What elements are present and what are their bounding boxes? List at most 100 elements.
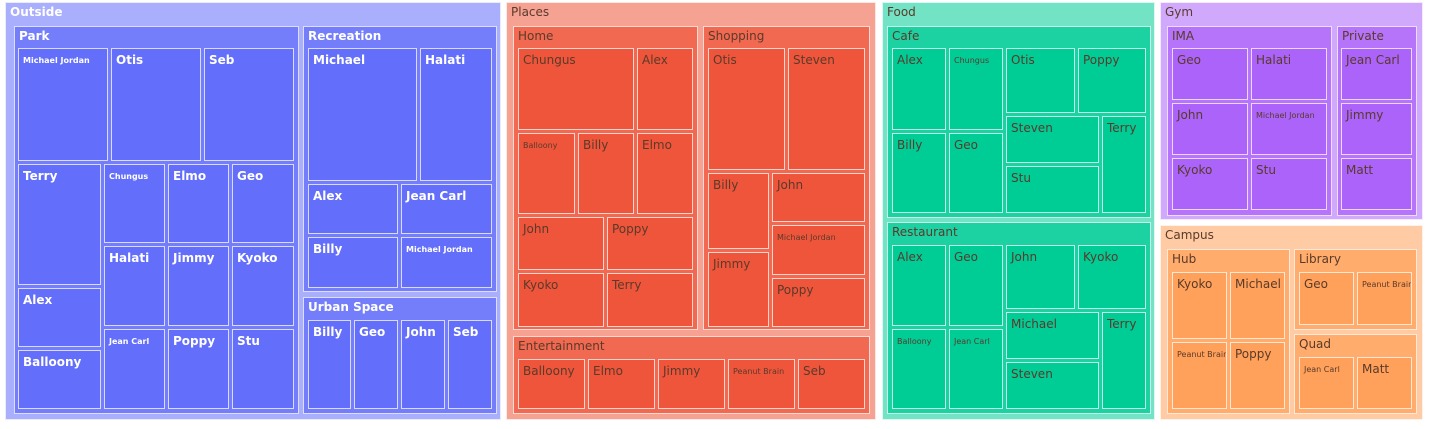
treemap-leaf-poppy[interactable]: Poppy: [772, 278, 865, 327]
treemap-leaf-jean-carl[interactable]: Jean Carl: [1341, 48, 1412, 100]
treemap-leaf-alex[interactable]: Alex: [892, 245, 946, 326]
treemap-leaf-billy[interactable]: Billy: [308, 237, 398, 288]
treemap-leaf-matt[interactable]: Matt: [1357, 357, 1412, 409]
treemap-leaf-billy[interactable]: Billy: [708, 173, 769, 249]
treemap-leaf-jimmy[interactable]: Jimmy: [708, 252, 769, 327]
treemap-leaf-john[interactable]: John: [401, 320, 445, 409]
treemap-leaf-seb[interactable]: Seb: [204, 48, 294, 161]
treemap-leaf-balloony[interactable]: Balloony: [518, 133, 575, 214]
treemap-leaf-john[interactable]: John: [518, 217, 604, 270]
treemap-leaf-terry[interactable]: Terry: [1102, 116, 1146, 213]
treemap-leaf-otis[interactable]: Otis: [111, 48, 201, 161]
treemap-leaf-halati[interactable]: Halati: [420, 48, 492, 181]
treemap-leaf-jimmy[interactable]: Jimmy: [1341, 103, 1412, 155]
treemap-leaf-kyoko[interactable]: Kyoko: [1078, 245, 1146, 309]
treemap-leaf-michael[interactable]: Michael: [1006, 312, 1099, 359]
treemap-leaf-steven[interactable]: Steven: [788, 48, 865, 170]
treemap-label: Michael: [1011, 317, 1057, 331]
treemap-leaf-poppy[interactable]: Poppy: [1230, 342, 1285, 409]
treemap-leaf-stu[interactable]: Stu: [232, 329, 294, 409]
treemap-leaf-michael-jordan[interactable]: Michael Jordan: [1251, 103, 1327, 155]
treemap-label: Geo: [237, 169, 264, 183]
treemap-leaf-seb[interactable]: Seb: [448, 320, 492, 409]
treemap-label: Steven: [1011, 121, 1053, 135]
treemap-label: Home: [518, 29, 554, 43]
treemap-label: Alex: [23, 293, 53, 307]
treemap-leaf-peanut-brain[interactable]: Peanut Brain: [1357, 272, 1412, 325]
treemap-leaf-peanut-brain[interactable]: Peanut Brain: [1172, 342, 1227, 409]
treemap-leaf-steven[interactable]: Steven: [1006, 116, 1099, 163]
treemap-leaf-john[interactable]: John: [1006, 245, 1075, 309]
treemap-leaf-michael[interactable]: Michael: [1230, 272, 1285, 339]
treemap-leaf-geo[interactable]: Geo: [232, 164, 294, 243]
treemap-leaf-alex[interactable]: Alex: [18, 288, 101, 347]
treemap-label: John: [1177, 108, 1204, 122]
treemap-leaf-stu[interactable]: Stu: [1006, 166, 1099, 213]
treemap-leaf-alex[interactable]: Alex: [308, 184, 398, 234]
treemap-leaf-michael[interactable]: Michael: [308, 48, 417, 181]
treemap-leaf-john[interactable]: John: [772, 173, 865, 222]
treemap-leaf-halati[interactable]: Halati: [104, 246, 165, 326]
treemap-leaf-seb[interactable]: Seb: [798, 359, 865, 409]
treemap-label: Geo: [954, 250, 979, 264]
treemap-label: Quad: [1299, 337, 1332, 351]
treemap-leaf-stu[interactable]: Stu: [1251, 158, 1327, 210]
treemap-label: Elmo: [173, 169, 207, 183]
treemap-leaf-otis[interactable]: Otis: [708, 48, 785, 170]
treemap-leaf-geo[interactable]: Geo: [1172, 48, 1248, 100]
treemap-leaf-jean-carl[interactable]: Jean Carl: [1299, 357, 1354, 409]
treemap-leaf-chungus[interactable]: Chungus: [104, 164, 165, 243]
treemap-label: Kyoko: [237, 251, 278, 265]
treemap-leaf-michael-jordan[interactable]: Michael Jordan: [772, 225, 865, 275]
treemap-leaf-poppy[interactable]: Poppy: [1078, 48, 1146, 113]
treemap-leaf-terry[interactable]: Terry: [607, 273, 693, 327]
treemap-leaf-alex[interactable]: Alex: [892, 48, 946, 130]
treemap-label: Restaurant: [892, 225, 958, 239]
treemap-leaf-chungus[interactable]: Chungus: [518, 48, 634, 130]
treemap-leaf-peanut-brain[interactable]: Peanut Brain: [728, 359, 795, 409]
treemap-leaf-alex[interactable]: Alex: [637, 48, 693, 130]
treemap-label: Chungus: [109, 172, 149, 181]
treemap-leaf-michael-jordan[interactable]: Michael Jordan: [18, 48, 108, 161]
treemap-leaf-kyoko[interactable]: Kyoko: [1172, 158, 1248, 210]
treemap-leaf-geo[interactable]: Geo: [1299, 272, 1354, 325]
treemap-label: Seb: [803, 364, 826, 378]
treemap-label: Otis: [713, 53, 737, 67]
treemap-leaf-kyoko[interactable]: Kyoko: [518, 273, 604, 327]
treemap-leaf-kyoko[interactable]: Kyoko: [1172, 272, 1227, 339]
treemap-label: Kyoko: [523, 278, 559, 292]
treemap-leaf-billy[interactable]: Billy: [892, 133, 946, 213]
treemap-leaf-billy[interactable]: Billy: [578, 133, 634, 214]
treemap-label: Jimmy: [173, 251, 215, 265]
treemap-leaf-halati[interactable]: Halati: [1251, 48, 1327, 100]
treemap-leaf-balloony[interactable]: Balloony: [518, 359, 585, 409]
treemap-leaf-elmo[interactable]: Elmo: [637, 133, 693, 214]
treemap-label: Michael: [1235, 277, 1281, 291]
treemap-leaf-billy[interactable]: Billy: [308, 320, 351, 409]
treemap-leaf-steven[interactable]: Steven: [1006, 362, 1099, 409]
treemap-leaf-john[interactable]: John: [1172, 103, 1248, 155]
treemap-leaf-geo[interactable]: Geo: [949, 245, 1003, 326]
treemap-leaf-poppy[interactable]: Poppy: [168, 329, 229, 409]
treemap-leaf-poppy[interactable]: Poppy: [607, 217, 693, 270]
treemap-leaf-chungus[interactable]: Chungus: [949, 48, 1003, 130]
treemap-leaf-matt[interactable]: Matt: [1341, 158, 1412, 210]
treemap-leaf-elmo[interactable]: Elmo: [588, 359, 655, 409]
treemap-label: Places: [511, 5, 550, 19]
treemap-leaf-jean-carl[interactable]: Jean Carl: [401, 184, 492, 234]
treemap-leaf-terry[interactable]: Terry: [1102, 312, 1146, 409]
treemap-leaf-otis[interactable]: Otis: [1006, 48, 1075, 113]
treemap-leaf-elmo[interactable]: Elmo: [168, 164, 229, 243]
treemap-leaf-terry[interactable]: Terry: [18, 164, 101, 285]
treemap-leaf-balloony[interactable]: Balloony: [18, 350, 101, 409]
treemap-leaf-jimmy[interactable]: Jimmy: [168, 246, 229, 326]
treemap-label: Halati: [109, 251, 150, 265]
treemap-leaf-jimmy[interactable]: Jimmy: [658, 359, 725, 409]
treemap-leaf-jean-carl[interactable]: Jean Carl: [949, 329, 1003, 409]
treemap-leaf-kyoko[interactable]: Kyoko: [232, 246, 294, 326]
treemap-leaf-geo[interactable]: Geo: [354, 320, 398, 409]
treemap-leaf-balloony[interactable]: Balloony: [892, 329, 946, 409]
treemap-leaf-jean-carl[interactable]: Jean Carl: [104, 329, 165, 409]
treemap-leaf-geo[interactable]: Geo: [949, 133, 1003, 213]
treemap-leaf-michael-jordan[interactable]: Michael Jordan: [401, 237, 492, 288]
